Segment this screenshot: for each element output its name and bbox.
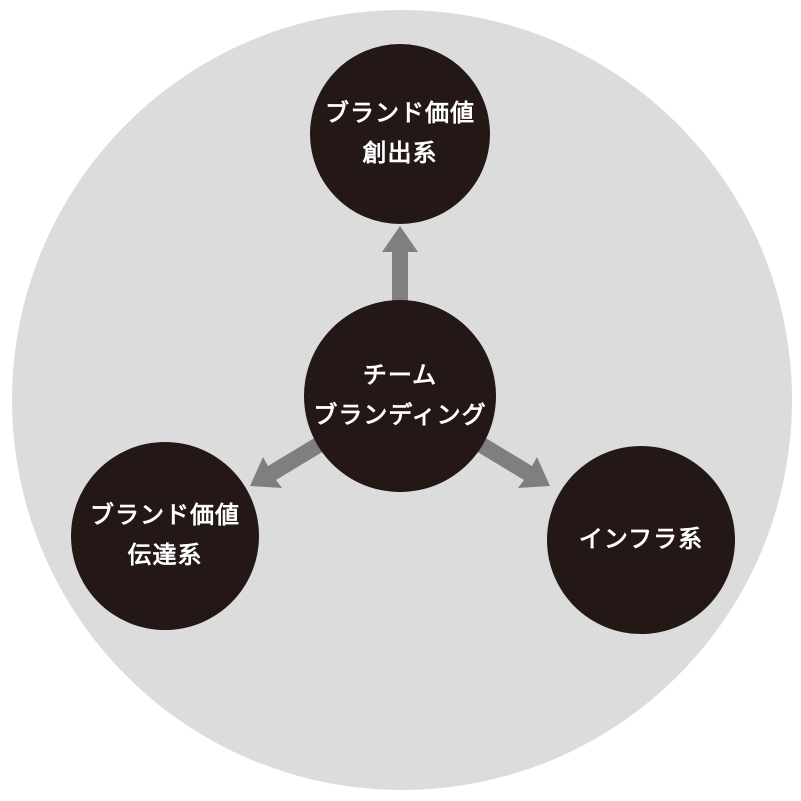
node-label-brand-value-transmission: ブランド価値 伝達系	[90, 502, 240, 569]
node-brand-value-transmission: ブランド価値 伝達系	[71, 442, 259, 630]
arrow-up-icon	[382, 226, 418, 306]
node-label-infrastructure: インフラ系	[578, 526, 704, 554]
node-team-branding: チーム ブランディング	[304, 300, 496, 492]
node-brand-value-creation: ブランド価値 創出系	[310, 44, 490, 224]
arrow-down-left-icon	[250, 437, 324, 488]
node-label-brand-value-creation: ブランド価値 創出系	[325, 100, 475, 167]
node-infrastructure: インフラ系	[547, 446, 735, 634]
node-label-team-branding: チーム ブランディング	[313, 362, 487, 429]
arrow-down-right-icon	[476, 437, 550, 488]
